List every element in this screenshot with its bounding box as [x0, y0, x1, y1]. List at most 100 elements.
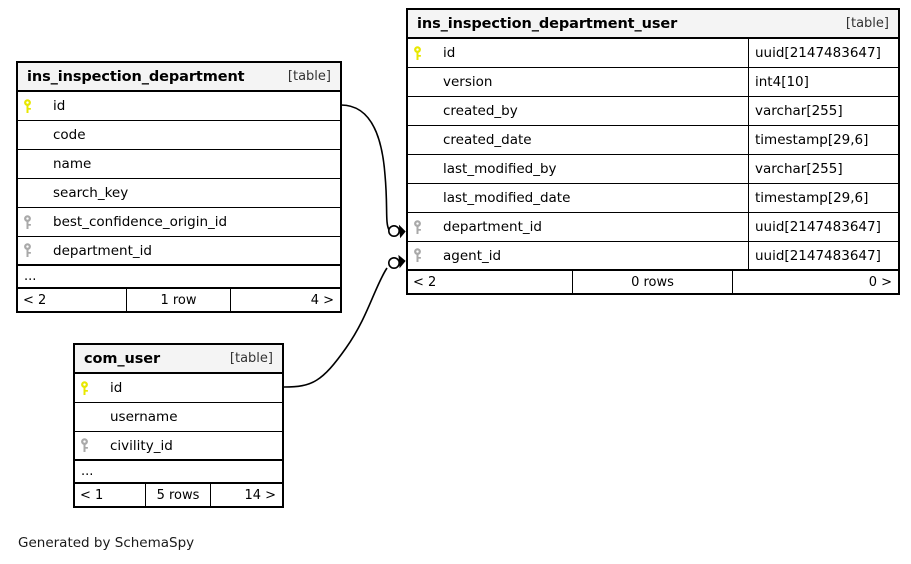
column-name-cell: id	[37, 92, 340, 120]
footer-next-button[interactable]: 0 >	[732, 271, 898, 293]
footer-prev-button[interactable]: < 1	[80, 487, 104, 503]
column-name-cell: best_confidence_origin_id	[37, 208, 340, 236]
column-label: code	[53, 127, 86, 143]
column-label: created_by	[443, 103, 518, 119]
table-row[interactable]: civility_id	[75, 432, 282, 461]
table-row[interactable]: code	[18, 121, 340, 150]
column-name-cell: code	[37, 121, 340, 149]
no-key-icon	[18, 179, 37, 207]
column-label: search_key	[53, 185, 129, 201]
table-row[interactable]: username	[75, 403, 282, 432]
column-type: timestamp[29,6]	[748, 184, 898, 212]
no-key-icon	[75, 403, 94, 431]
column-name-cell: name	[37, 150, 340, 178]
table-header: ins_inspection_department [table]	[18, 63, 340, 92]
footer-prev-button[interactable]: < 2	[23, 292, 47, 308]
footer-row-count: 0 rows	[572, 271, 732, 293]
column-type: timestamp[29,6]	[748, 126, 898, 154]
column-label: department_id	[53, 242, 152, 259]
table-row[interactable]: created_date timestamp[29,6]	[408, 126, 898, 155]
table-row[interactable]: name	[18, 150, 340, 179]
column-name-cell: version	[427, 68, 748, 96]
generated-by-credit: Generated by SchemaSpy	[18, 535, 195, 551]
table-row[interactable]: department_id	[18, 237, 340, 266]
column-label: id	[443, 45, 456, 61]
primary-key-icon	[75, 374, 94, 402]
more-columns-indicator: ...	[18, 266, 340, 289]
table-row[interactable]: version int4[10]	[408, 68, 898, 97]
foreign-key-icon	[75, 432, 94, 459]
table-footer: < 1 5 rows 14 >	[75, 484, 282, 506]
column-label: name	[53, 156, 92, 172]
relationship-start-circle-agent	[387, 256, 400, 269]
table-row[interactable]: id	[75, 374, 282, 403]
table-row[interactable]: last_modified_by varchar[255]	[408, 155, 898, 184]
table-row[interactable]: last_modified_date timestamp[29,6]	[408, 184, 898, 213]
no-key-icon	[408, 184, 427, 212]
column-name-cell: username	[94, 403, 282, 431]
column-label: version	[443, 74, 493, 90]
foreign-key-icon	[18, 237, 37, 264]
column-label: department_id	[443, 219, 542, 235]
table-footer: < 2 1 row 4 >	[18, 289, 340, 311]
table-title: ins_inspection_department	[27, 68, 245, 85]
column-name-cell: agent_id	[427, 242, 748, 269]
table-type-tag: [table]	[229, 351, 273, 366]
column-name-cell: civility_id	[94, 432, 282, 459]
table-row[interactable]: department_id uuid[2147483647]	[408, 213, 898, 242]
no-key-icon	[408, 155, 427, 183]
table-header: ins_inspection_department_user [table]	[408, 10, 898, 39]
column-name-cell: created_by	[427, 97, 748, 125]
table-type-tag: [table]	[287, 69, 331, 84]
column-name-cell: last_modified_by	[427, 155, 748, 183]
table-row[interactable]: id uuid[2147483647]	[408, 39, 898, 68]
relationship-start-circle-department	[387, 225, 400, 238]
column-type: varchar[255]	[748, 155, 898, 183]
table-row[interactable]: created_by varchar[255]	[408, 97, 898, 126]
table-com-user[interactable]: com_user [table] id username civility_id	[73, 343, 284, 508]
column-label: id	[53, 98, 66, 114]
relationship-arrow-department	[398, 224, 406, 239]
foreign-key-icon	[408, 213, 427, 241]
no-key-icon	[408, 68, 427, 96]
no-key-icon	[18, 150, 37, 178]
column-type: uuid[2147483647]	[748, 242, 898, 269]
foreign-key-icon	[408, 242, 427, 269]
column-name-cell: last_modified_date	[427, 184, 748, 212]
column-name-cell: created_date	[427, 126, 748, 154]
table-title: com_user	[84, 350, 161, 367]
footer-next-button[interactable]: 4 >	[230, 289, 340, 311]
primary-key-icon	[408, 39, 427, 67]
no-key-icon	[408, 126, 427, 154]
more-columns-indicator: ...	[75, 461, 282, 484]
column-name-cell: department_id	[37, 237, 340, 264]
footer-prev-button[interactable]: < 2	[413, 274, 437, 290]
relationship-arrow-agent	[398, 254, 406, 269]
no-key-icon	[18, 121, 37, 149]
table-ins-inspection-department[interactable]: ins_inspection_department [table] id cod…	[16, 61, 342, 313]
table-ins-inspection-department-user[interactable]: ins_inspection_department_user [table] i…	[406, 8, 900, 295]
column-type: uuid[2147483647]	[748, 39, 898, 67]
column-name-cell: id	[94, 374, 282, 402]
table-row[interactable]: id	[18, 92, 340, 121]
no-key-icon	[408, 97, 427, 125]
column-type: int4[10]	[748, 68, 898, 96]
column-name-cell: id	[427, 39, 748, 67]
table-footer: < 2 0 rows 0 >	[408, 271, 898, 293]
column-label: last_modified_by	[443, 161, 557, 177]
column-label: id	[110, 380, 123, 396]
column-name-cell: search_key	[37, 179, 340, 207]
column-name-cell: department_id	[427, 213, 748, 241]
column-label: last_modified_date	[443, 190, 571, 206]
table-row[interactable]: agent_id uuid[2147483647]	[408, 242, 898, 271]
column-type: varchar[255]	[748, 97, 898, 125]
footer-row-count: 1 row	[126, 289, 230, 311]
table-row[interactable]: search_key	[18, 179, 340, 208]
table-title: ins_inspection_department_user	[417, 15, 678, 32]
column-label: civility_id	[110, 437, 173, 454]
footer-next-button[interactable]: 14 >	[210, 484, 282, 506]
table-row[interactable]: best_confidence_origin_id	[18, 208, 340, 237]
relationship-edge-department	[340, 104, 390, 231]
primary-key-icon	[18, 92, 37, 120]
